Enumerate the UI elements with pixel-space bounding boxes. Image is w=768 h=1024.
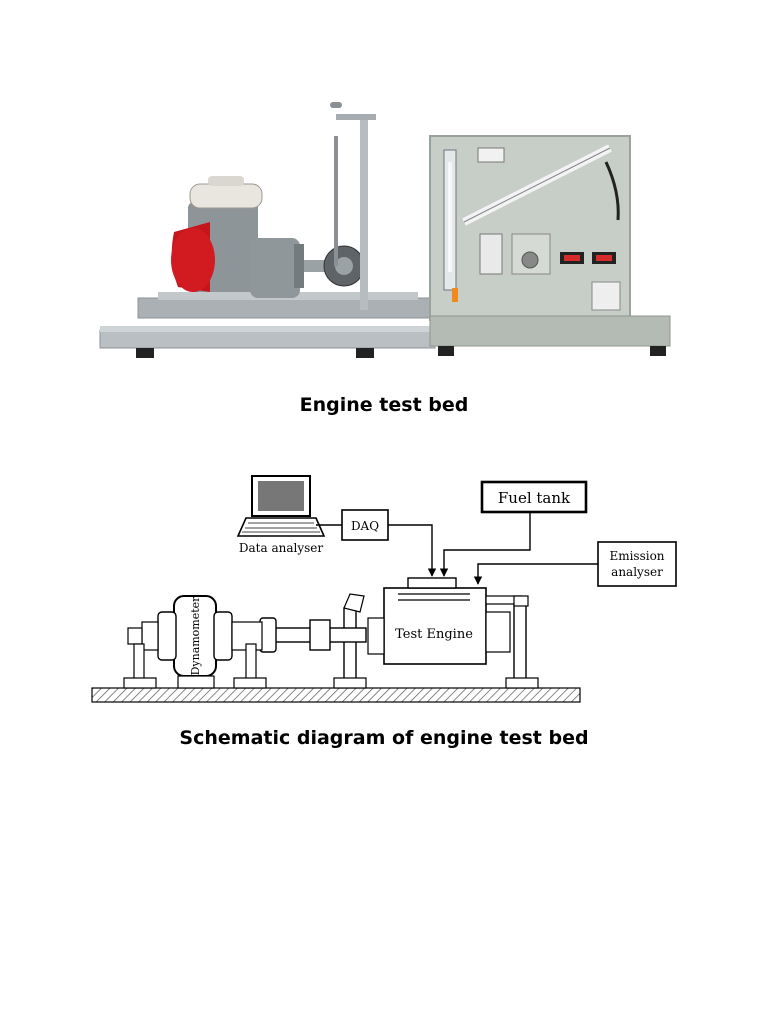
schematic-diagram: Data analyser DAQ Fuel tank Emission ana… [91, 475, 677, 703]
emission-label-line1: Emission [609, 549, 664, 563]
engine-test-bed-photo [98, 92, 678, 374]
laptop-icon [236, 475, 326, 537]
test-engine [367, 577, 523, 665]
emission-label-line2: analyser [611, 565, 663, 579]
fuel-tank-label: Fuel tank [498, 489, 571, 507]
fuel-tank-box [480, 480, 588, 514]
test-engine-label: Test Engine [395, 627, 473, 642]
emission-analyser-box [597, 541, 677, 587]
schematic-caption: Schematic diagram of engine test bed [179, 727, 589, 749]
daq-label: DAQ [351, 519, 379, 533]
ground-base [91, 687, 581, 703]
dynamometer [127, 595, 263, 677]
photo-caption: Engine test bed [299, 394, 469, 416]
dynamometer-label: Dynamometer [189, 596, 202, 676]
data-analyser-label: Data analyser [239, 541, 323, 555]
